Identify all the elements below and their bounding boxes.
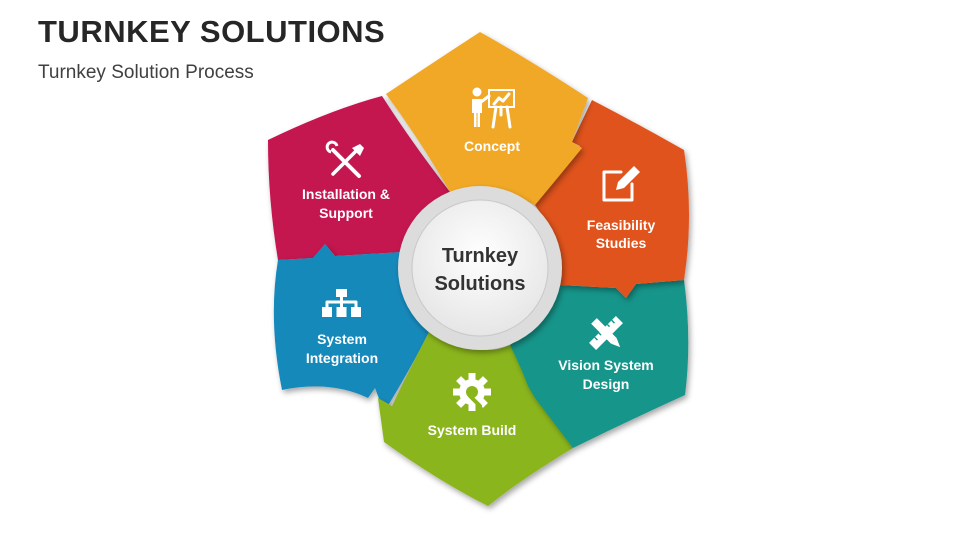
segment-label-vision-line2: Design	[583, 376, 630, 392]
segment-label-vision-line1: Vision System	[558, 357, 653, 373]
presentation-icon	[472, 87, 515, 129]
segment-label-build: System Build	[428, 422, 517, 438]
edit-icon	[602, 166, 640, 202]
segment-system-integration[interactable]	[273, 244, 430, 412]
segment-label-concept: Concept	[464, 138, 520, 154]
tools-icon	[325, 140, 364, 178]
segment-concept[interactable]	[386, 32, 588, 205]
hub-label-line1: Turnkey	[442, 245, 519, 267]
segment-label-integration-line1: System	[317, 331, 367, 347]
segment-label-feasibility-line2: Studies	[596, 235, 647, 251]
gear-wrench-icon	[453, 373, 491, 411]
hierarchy-icon	[322, 289, 361, 317]
hub-label-line2: Solutions	[434, 273, 525, 295]
segment-label-feasibility-line1: Feasibility	[587, 217, 656, 233]
segment-installation-support[interactable]	[268, 96, 450, 260]
segment-label-integration-line2: Integration	[306, 350, 378, 366]
page-subtitle: Turnkey Solution Process	[38, 62, 254, 83]
page-title: TURNKEY SOLUTIONS	[38, 14, 386, 49]
hub-circle	[411, 199, 549, 337]
segment-label-installation-line1: Installation &	[302, 186, 390, 202]
segment-vision-system-design[interactable]	[510, 280, 689, 448]
ruler-pencil-icon	[589, 316, 623, 350]
segment-label-installation-line2: Support	[319, 205, 373, 221]
